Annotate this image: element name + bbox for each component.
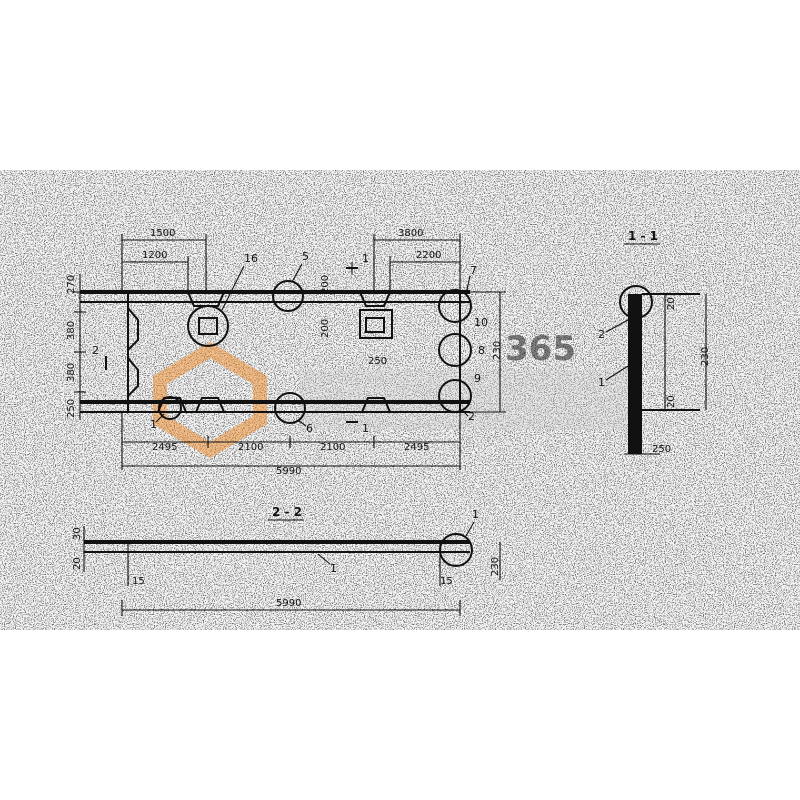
callout-8: 8	[478, 344, 485, 357]
dim-left-1: 270	[66, 275, 77, 294]
callout-6: 6	[306, 422, 313, 435]
section-1-1-title: 1 - 1	[628, 229, 658, 243]
section-2-2-left-1: 30	[72, 527, 83, 540]
engineering-drawing: 365	[0, 170, 800, 630]
section-1-1-height: 230	[700, 347, 711, 366]
section-2-2-length: 5990	[276, 598, 301, 609]
section-1-1-width: 250	[652, 444, 671, 455]
section-2-2: 2 - 2 30 20 15 15 5990 230 1 1	[72, 505, 501, 616]
callout-1: 1	[150, 418, 157, 431]
callout-7: 7	[470, 264, 477, 277]
dim-bottom-2: 2100	[238, 442, 263, 453]
section-mark-2: 2	[92, 344, 99, 357]
drawing-sheet: 365	[0, 170, 800, 630]
dim-left-4: 250	[66, 399, 77, 418]
section-2-2-title: 2 - 2	[272, 505, 302, 519]
section-2-2-callout-2: 1	[472, 508, 479, 521]
section-1-1-callout-2: 2	[598, 328, 605, 341]
plan-view: 1500 1200 3800 2200 2495 2100 2100 2495 …	[66, 228, 506, 477]
dim-left-3: 380	[66, 363, 77, 382]
section-1-1-body	[628, 294, 642, 454]
dim-top-2: 1200	[142, 250, 167, 261]
dim-bottom-3: 2100	[320, 442, 345, 453]
callout-5: 5	[302, 250, 309, 263]
dim-bottom-4: 2495	[404, 442, 429, 453]
section-1-1-mark-1: 20	[666, 297, 677, 310]
dim-left-2: 380	[66, 321, 77, 340]
section-1-1-mark-2: 20	[666, 395, 677, 408]
section-2-2-left-2: 20	[72, 557, 83, 570]
dim-top-1: 1500	[150, 228, 175, 239]
dim-bottom-1: 2495	[152, 442, 177, 453]
section-2-2-offset-2: 15	[440, 576, 453, 587]
callout-2: 2	[468, 410, 475, 423]
dim-right: 230	[492, 341, 503, 360]
dim-top-4: 2200	[416, 250, 441, 261]
section-1-1: 1 - 1 230 250 20 20 2 1	[598, 229, 711, 455]
callout-16: 16	[244, 252, 258, 265]
section-2-2-callout-1: 1	[330, 562, 337, 575]
section-2-2-height: 230	[490, 557, 501, 576]
section-1-1-callout-1: 1	[598, 376, 605, 389]
dim-top-3: 3800	[398, 228, 423, 239]
dim-detail-3: 200	[320, 319, 331, 338]
section-mark-1-top: 1	[362, 252, 369, 265]
watermark-number: 365	[505, 329, 576, 369]
section-2-2-offset-1: 15	[132, 576, 145, 587]
dim-detail-2: 250	[368, 356, 387, 367]
dim-overall: 5990	[276, 466, 301, 477]
dim-detail-1: 200	[320, 275, 331, 294]
callout-10: 10	[474, 316, 488, 329]
section-mark-1-bottom: 1	[362, 422, 369, 435]
callout-9: 9	[474, 372, 481, 385]
